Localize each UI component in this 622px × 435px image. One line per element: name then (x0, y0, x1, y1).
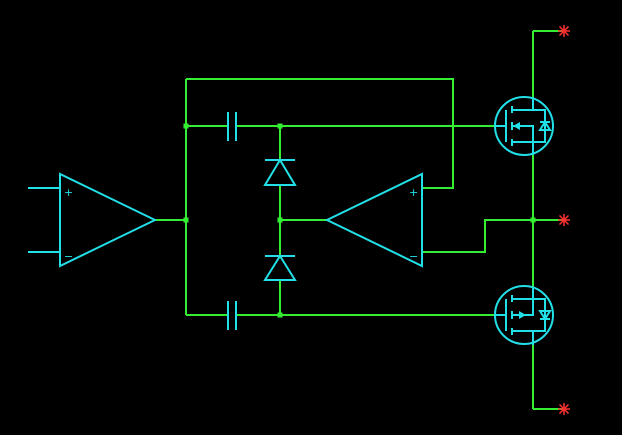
opamp-left: + − (28, 172, 158, 268)
junction-node (183, 123, 189, 129)
mosfet-lower-arrow (519, 311, 526, 319)
junction-node (277, 217, 283, 223)
opamp-left-body (59, 172, 158, 268)
mosfet-lower-gate (494, 299, 507, 331)
opamp-right: + − (324, 172, 423, 268)
diode-triangle (263, 254, 297, 281)
wire-feedback-minus (422, 219, 533, 253)
diode-upper (263, 158, 297, 186)
mosfet-lower (494, 285, 554, 345)
mosfet-upper-gate (494, 110, 507, 142)
wire-top-feedback (186, 78, 454, 189)
opamp-left-minus-sign: − (64, 250, 73, 263)
mosfet-lower-body-diode (538, 310, 552, 321)
mosfet-upper-body-diode (538, 120, 552, 131)
junction-node (183, 217, 189, 223)
junction-nodes (183, 123, 536, 318)
capacitor-lower (227, 301, 237, 330)
diode-lower (263, 254, 297, 281)
mosfet-lower-body-diode-rail (533, 298, 546, 332)
port-bottom-asterisk-icon (558, 403, 570, 415)
junction-node (277, 123, 283, 129)
port-mid-asterisk-icon (558, 214, 570, 226)
diode-triangle (263, 158, 297, 186)
mosfet-upper-body-diode-rail (533, 109, 546, 143)
opamp-right-plus-sign: + (409, 186, 418, 199)
capacitor-upper (227, 112, 237, 141)
wires (155, 30, 563, 410)
opamp-left-plus-sign: + (64, 186, 73, 199)
opamp-right-minus-sign: − (409, 250, 418, 263)
opamp-right-body (324, 172, 423, 268)
mosfet-upper (494, 96, 554, 156)
junction-node (277, 312, 283, 318)
junction-node (530, 217, 536, 223)
mosfet-upper-arrow (513, 122, 520, 130)
port-top-asterisk-icon (558, 25, 570, 37)
